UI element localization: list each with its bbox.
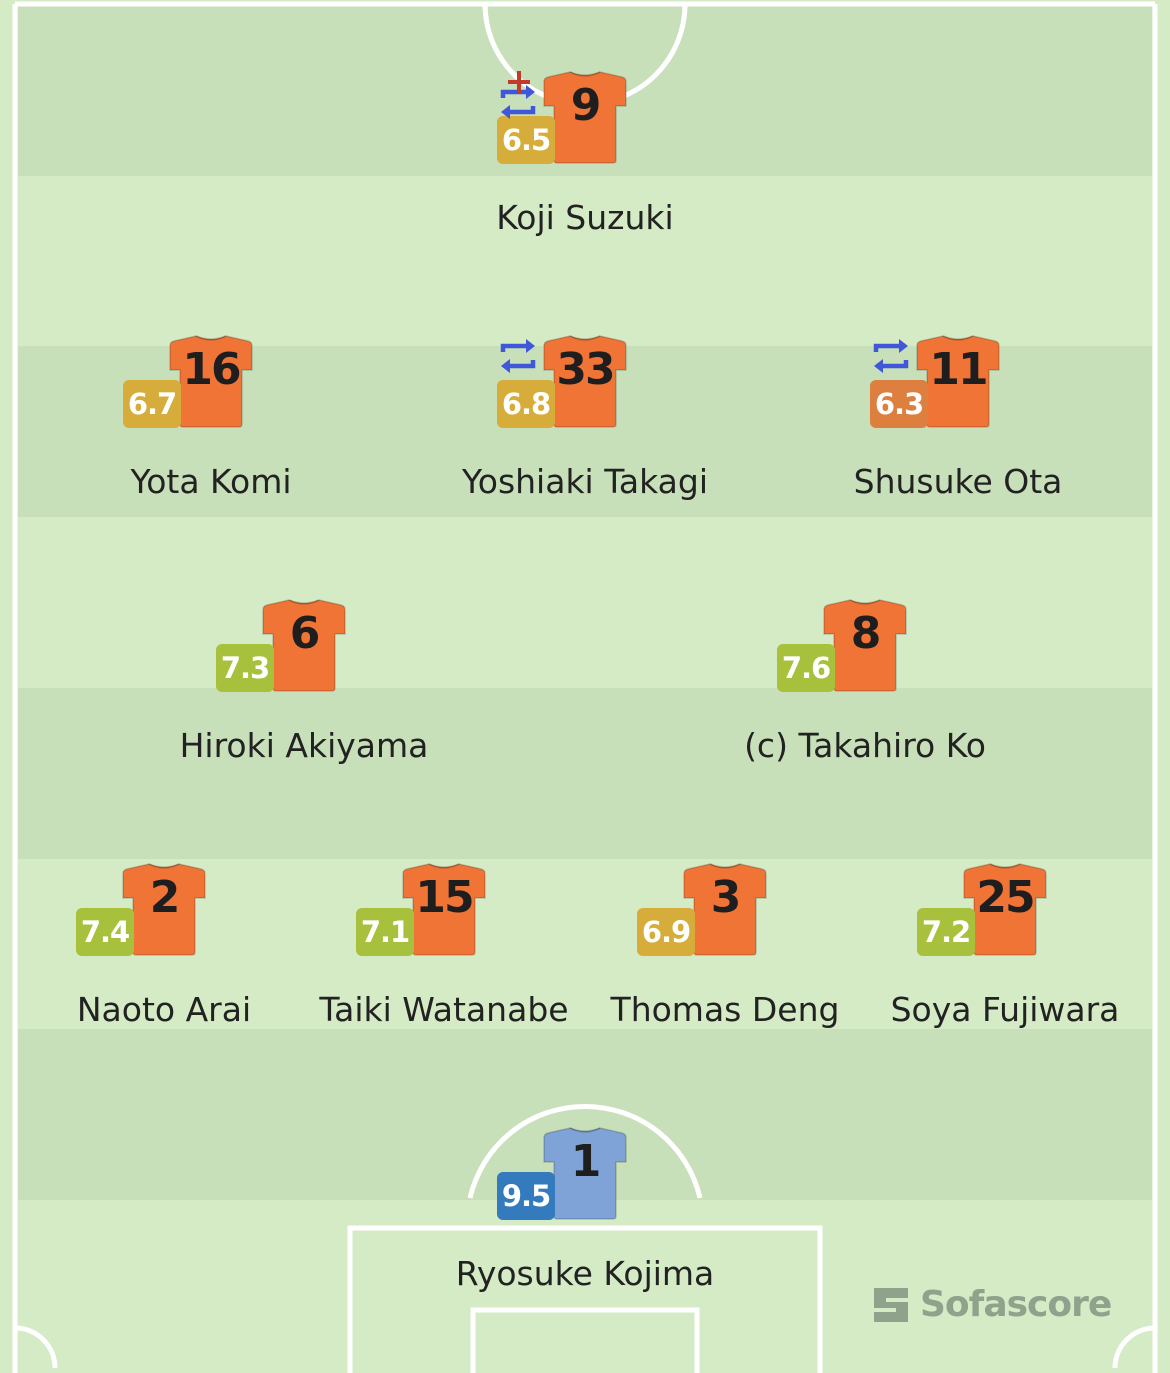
sofascore-logo: Sofascore	[872, 1282, 1132, 1332]
corner-arc-right	[1112, 1325, 1156, 1369]
corner-arc-left	[14, 1325, 58, 1369]
shirt-icon: 8	[822, 598, 908, 692]
player-name[interactable]: Hiroki Akiyama	[179, 726, 429, 765]
player-name[interactable]: (c) Takahiro Ko	[744, 726, 986, 765]
player-name[interactable]: Thomas Deng	[610, 990, 840, 1029]
penalty-box	[347, 1225, 823, 1373]
shirt-icon: 16	[168, 334, 254, 428]
shirt-number: 8	[850, 608, 882, 659]
substitution-icon	[871, 336, 911, 380]
rating-badge: 7.4	[76, 908, 134, 956]
rating-badge: 7.6	[777, 644, 835, 692]
rating-badge: 7.2	[917, 908, 975, 956]
goal-area	[470, 1307, 700, 1373]
substitution-icon	[498, 336, 538, 380]
shirt-number: 2	[149, 872, 181, 923]
penalty-arc	[467, 1103, 703, 1199]
rating-badge: 9.5	[497, 1172, 555, 1220]
shirt-icon: 2	[121, 862, 207, 956]
rating-badge: 6.7	[123, 380, 181, 428]
shirt-icon: 25	[962, 862, 1048, 956]
shirt-number: 6	[289, 608, 321, 659]
sofascore-wordmark: Sofascore	[920, 1284, 1112, 1325]
shirt-icon: 1	[542, 1126, 628, 1220]
shirt-number: 33	[556, 344, 615, 395]
injury-icon	[507, 70, 531, 98]
shirt-icon: 3	[682, 862, 768, 956]
player-name[interactable]: Koji Suzuki	[496, 198, 674, 237]
rating-badge: 6.9	[637, 908, 695, 956]
rating-badge: 7.3	[216, 644, 274, 692]
shirt-icon: 15	[401, 862, 487, 956]
player-name[interactable]: Naoto Arai	[76, 990, 252, 1029]
shirt-icon: 33	[542, 334, 628, 428]
rating-badge: 7.1	[356, 908, 414, 956]
player-name[interactable]: Yota Komi	[130, 462, 292, 501]
pitch-stripe	[18, 688, 1152, 859]
shirt-icon: 11	[915, 334, 1001, 428]
rating-badge: 6.5	[497, 116, 555, 164]
player-name[interactable]: Shusuke Ota	[853, 462, 1063, 501]
rating-badge: 6.3	[870, 380, 928, 428]
shirt-number: 15	[415, 872, 474, 923]
shirt-number: 16	[182, 344, 241, 395]
shirt-number: 1	[570, 1136, 602, 1187]
sofascore-logo-icon	[874, 1288, 908, 1322]
player-takahiro-ko[interactable]: 8 7.6 (c) Takahiro Ko	[715, 598, 1015, 798]
shirt-icon: 9	[542, 70, 628, 164]
player-name[interactable]: Yoshiaki Takagi	[461, 462, 709, 501]
player-name[interactable]: Ryosuke Kojima	[455, 1254, 715, 1293]
shirt-number: 11	[929, 344, 988, 395]
shirt-number: 25	[976, 872, 1035, 923]
rating-badge: 6.8	[497, 380, 555, 428]
shirt-icon: 6	[261, 598, 347, 692]
shirt-number: 9	[570, 80, 602, 131]
player-name[interactable]: Taiki Watanabe	[319, 990, 569, 1029]
shirt-number: 3	[710, 872, 742, 923]
player-name[interactable]: Soya Fujiwara	[890, 990, 1120, 1029]
